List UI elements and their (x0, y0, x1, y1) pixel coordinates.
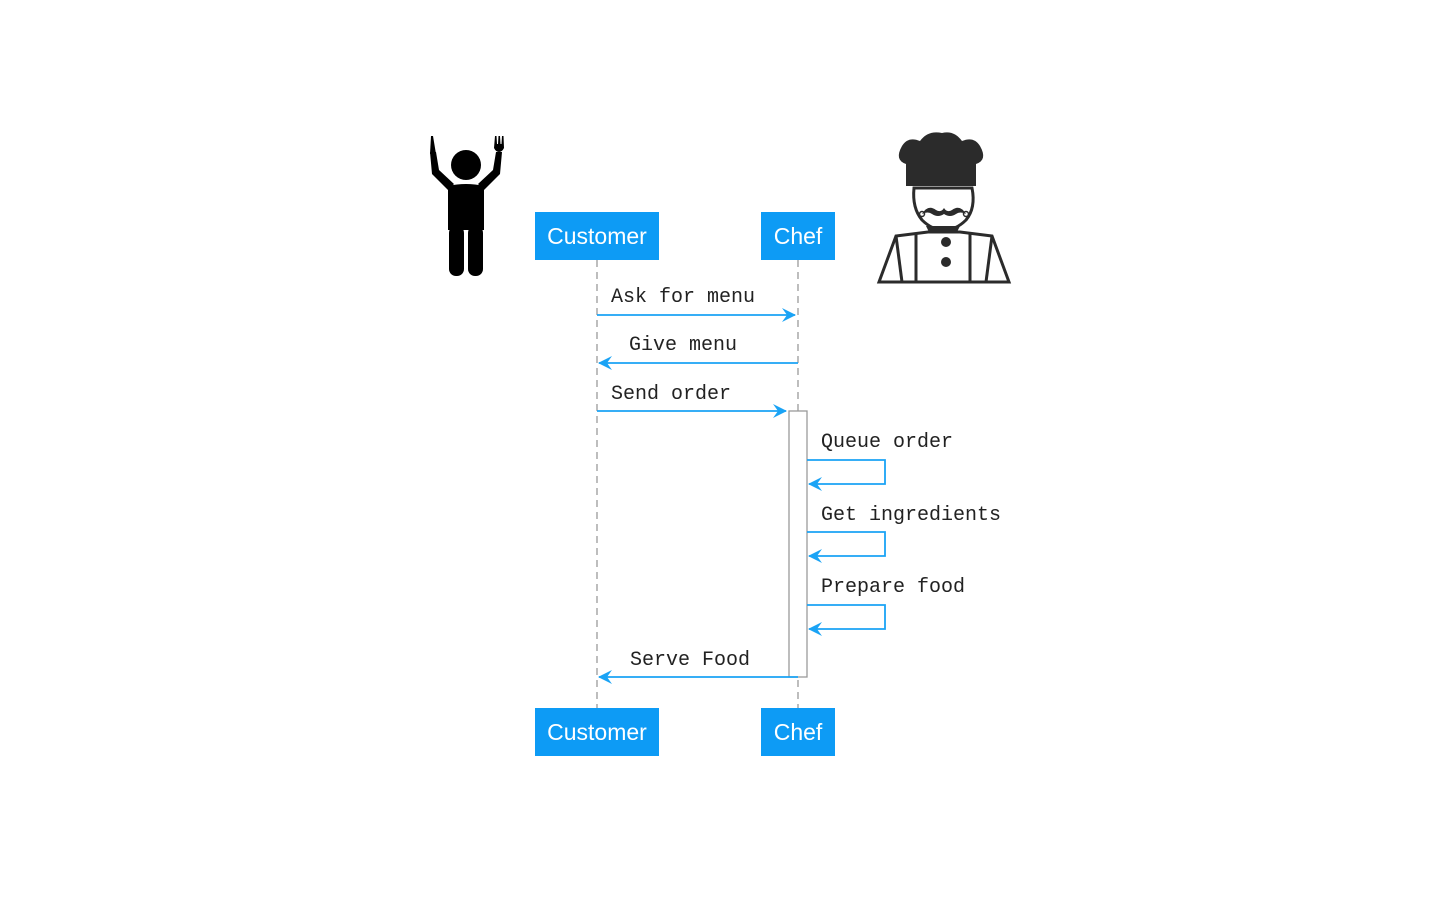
message-label-get-ingredients: Get ingredients (821, 504, 1002, 527)
message-label-ask-for-menu: Ask for menu (611, 286, 756, 309)
chef-with-mustache-icon (876, 132, 1012, 284)
message-label-prepare-food: Prepare food (821, 576, 966, 599)
message-arrow-queue-order (807, 459, 886, 491)
chef-participant-label: Chef (773, 222, 823, 249)
message-label-send-order: Send order (611, 383, 732, 406)
message-label-queue-order: Queue order (821, 431, 954, 454)
customer-participant-bottom: Customer (535, 708, 659, 756)
customer-participant-label: Customer (547, 718, 647, 745)
customer-participant-top: Customer (535, 212, 659, 260)
message-arrow-prepare-food (807, 604, 886, 636)
chef-activation-bar (788, 410, 808, 678)
chef-participant-label: Chef (773, 718, 823, 745)
chef-participant-top: Chef (761, 212, 835, 260)
message-label-give-menu: Give menu (629, 334, 738, 357)
chef-participant-bottom: Chef (761, 708, 835, 756)
customer-participant-label: Customer (547, 222, 647, 249)
person-with-fork-and-knife-icon (430, 136, 504, 276)
message-arrow-get-ingredients (807, 531, 886, 563)
message-label-serve-food: Serve Food (630, 649, 751, 672)
